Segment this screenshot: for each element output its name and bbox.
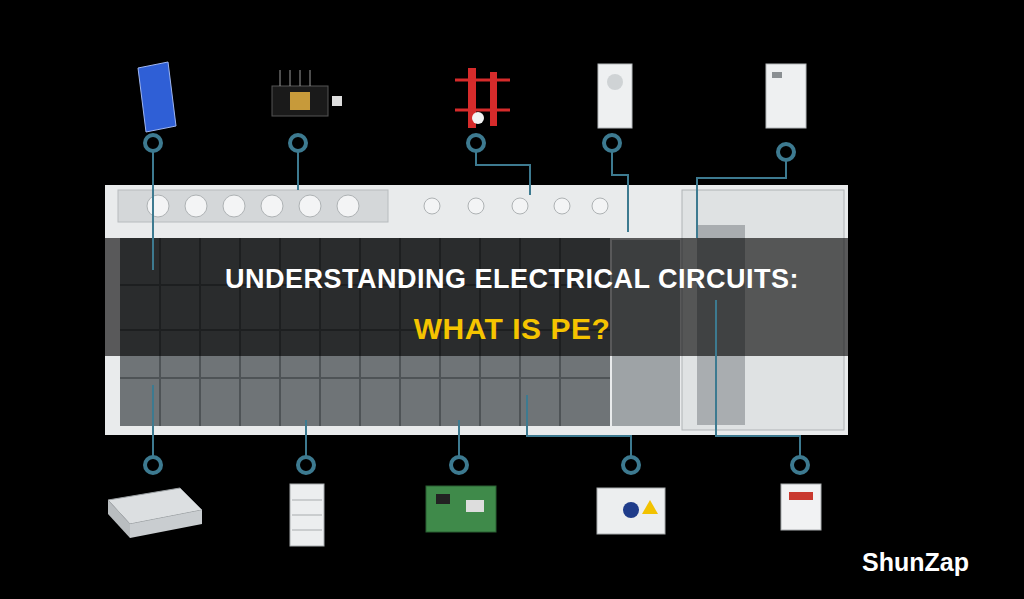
top-duct (118, 190, 388, 222)
battery-module-icon (108, 488, 202, 538)
duct-vents (147, 195, 608, 217)
battery-rack-icon (290, 484, 324, 546)
control-board-icon (426, 486, 496, 532)
switch-panel-icon (597, 488, 665, 534)
watermark: ShunZap (862, 546, 1012, 578)
fire-suppression-icon (455, 68, 510, 128)
cabinet-icon (766, 64, 806, 128)
battery-cell-icon (138, 62, 176, 132)
leader-lines (153, 152, 800, 456)
air-conditioner-icon (598, 64, 632, 128)
title-text: UNDERSTANDING ELECTRICAL CIRCUITS: (0, 262, 1024, 296)
bms-module-icon (272, 70, 342, 116)
callout-circles (145, 135, 808, 473)
subtitle-text: WHAT IS PE? (0, 310, 1024, 348)
wall-box-icon (781, 484, 821, 530)
